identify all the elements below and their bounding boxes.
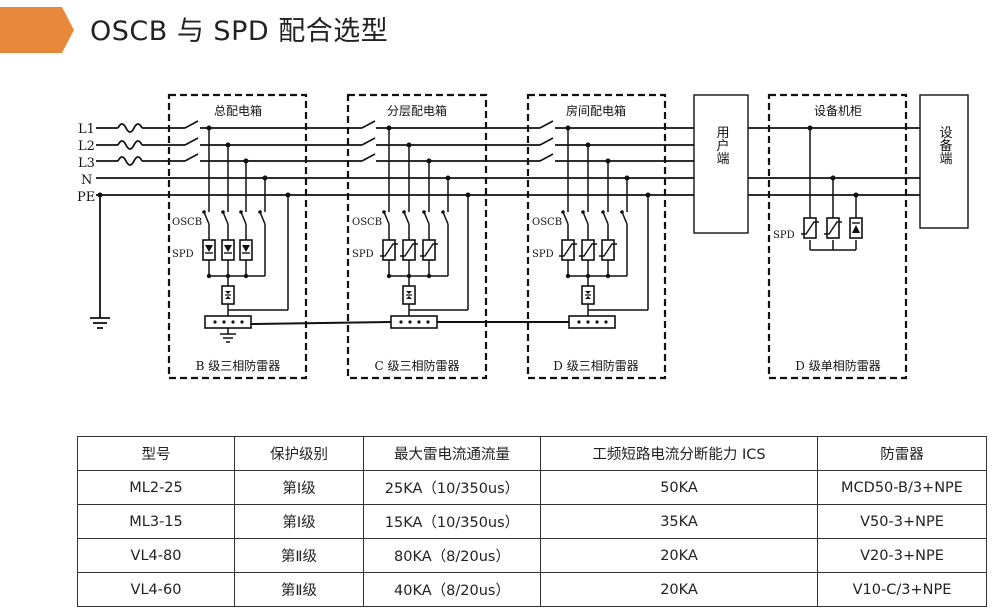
cell-ics: 35KA — [540, 504, 818, 539]
ground-bar-main — [204, 315, 252, 329]
box-title-floor: 分层配电箱 — [387, 103, 447, 118]
title-accent-tag — [0, 7, 74, 53]
page-title: OSCB 与 SPD 配合选型 — [90, 16, 389, 47]
cell-level: 第Ⅰ级 — [234, 470, 364, 505]
line-label-l2: L2 — [78, 139, 95, 154]
spd-label-room: SPD — [532, 249, 554, 260]
cell-ics: 20KA — [540, 538, 818, 573]
spd-mov-cabinet-n — [823, 217, 843, 239]
spd-mov-floor-l1 — [379, 239, 399, 261]
spd-label-floor: SPD — [352, 249, 374, 260]
cell-ics: 50KA — [540, 470, 818, 505]
spd-label-cabinet: SPD — [773, 230, 795, 241]
table-row: ML3-15 第Ⅰ级 15KA（10/350us） 35KA V50-3+NPE — [77, 504, 987, 539]
wiring-diagram: L1 L2 L3 N PE — [77, 93, 969, 380]
col-header-ics: 工频短路电流分断能力 ICS — [540, 436, 818, 471]
cell-model: VL4-80 — [77, 538, 235, 573]
cell-arrester: V50-3+NPE — [817, 504, 987, 539]
table-row: VL4-60 第Ⅱ级 40KA（8/20us） 20KA V10-C/3+NPE — [77, 572, 987, 607]
line-label-n: N — [81, 173, 92, 188]
enclosures — [167, 93, 908, 380]
spd-mov-cabinet-l — [800, 217, 820, 239]
spd-mov-floor-l2 — [399, 239, 419, 261]
main-box-dots — [202, 192, 291, 279]
cabinet-circuit — [809, 128, 857, 251]
cell-level: 第Ⅰ级 — [234, 504, 364, 539]
oscb-label-main: OSCB — [172, 217, 202, 228]
cell-model: ML2-25 — [77, 470, 235, 505]
table-header-row: 型号 保护级别 最大雷电流通流量 工频短路电流分断能力 ICS 防雷器 — [77, 436, 987, 471]
cell-max-current: 25KA（10/350us） — [363, 470, 541, 505]
user-end-box — [693, 94, 749, 234]
cell-model: ML3-15 — [77, 504, 235, 539]
ground-bar-room — [568, 315, 616, 329]
col-header-level: 保护级别 — [234, 436, 364, 471]
user-end-label: 用户端 — [714, 126, 730, 165]
room-box-circuit — [562, 128, 649, 316]
device-end-box — [919, 94, 969, 229]
cell-arrester: MCD50-B/3+NPE — [817, 470, 987, 505]
spd-label-main: SPD — [172, 249, 194, 260]
spd-gdt-main-l3 — [239, 239, 253, 261]
table-row: ML2-25 第Ⅰ级 25KA（10/350us） 50KA MCD50-B/3… — [77, 470, 987, 505]
ground-symbol — [90, 317, 110, 329]
line-label-l3: L3 — [78, 156, 95, 171]
col-header-arrester: 防雷器 — [817, 436, 987, 471]
cell-max-current: 40KA（8/20us） — [363, 572, 541, 607]
cell-level: 第Ⅱ级 — [234, 538, 364, 573]
ground-bar-floor — [390, 315, 438, 329]
spd-mov-floor-l3 — [419, 239, 439, 261]
line-label-pe: PE — [77, 190, 95, 205]
spd-npe-main — [221, 285, 235, 305]
box-caption-room: D 级三相防雷器 — [553, 358, 638, 373]
col-header-model: 型号 — [77, 436, 235, 471]
box-caption-cabinet: D 级单相防雷器 — [795, 358, 880, 373]
oscb-label-floor: OSCB — [352, 217, 382, 228]
spd-gdt-main-l1 — [202, 239, 216, 261]
spec-table: 型号 保护级别 最大雷电流通流量 工频短路电流分断能力 ICS 防雷器 ML2-… — [77, 436, 987, 607]
cell-arrester: V20-3+NPE — [817, 538, 987, 573]
main-box-circuit — [203, 128, 289, 343]
bonding-line-1 — [250, 321, 392, 325]
box-title-main: 总配电箱 — [214, 103, 262, 118]
cell-max-current: 15KA（10/350us） — [363, 504, 541, 539]
spd-mov-room-l2 — [578, 239, 598, 261]
spd-gdt-main-l2 — [221, 239, 235, 261]
spd-npe-room — [581, 285, 595, 305]
bus-lines — [96, 123, 920, 318]
floor-box-dots — [382, 192, 471, 279]
box-caption-main: B 级三相防雷器 — [196, 358, 281, 373]
cell-max-current: 80KA（8/20us） — [363, 538, 541, 573]
floor-box-circuit — [383, 128, 469, 316]
device-end-label: 设备端 — [937, 126, 953, 165]
table-row: VL4-80 第Ⅱ级 80KA（8/20us） 20KA V20-3+NPE — [77, 538, 987, 573]
main-switches — [184, 120, 554, 162]
oscb-label-room: OSCB — [532, 217, 562, 228]
box-caption-floor: C 级三相防雷器 — [375, 358, 460, 373]
spd-mov-room-l1 — [558, 239, 578, 261]
cell-level: 第Ⅱ级 — [234, 572, 364, 607]
spd-npe-floor — [402, 285, 416, 305]
box-title-room: 房间配电箱 — [566, 103, 626, 118]
cell-arrester: V10-C/3+NPE — [817, 572, 987, 607]
room-box-dots — [561, 192, 651, 279]
col-header-max-current: 最大雷电流通流量 — [363, 436, 541, 471]
cell-model: VL4-60 — [77, 572, 235, 607]
spd-mov-room-l3 — [598, 239, 618, 261]
spd-gdt-cabinet-pe — [849, 217, 863, 239]
box-title-cabinet: 设备机柜 — [814, 104, 862, 118]
line-label-l1: L1 — [78, 122, 95, 137]
cell-ics: 20KA — [540, 572, 818, 607]
